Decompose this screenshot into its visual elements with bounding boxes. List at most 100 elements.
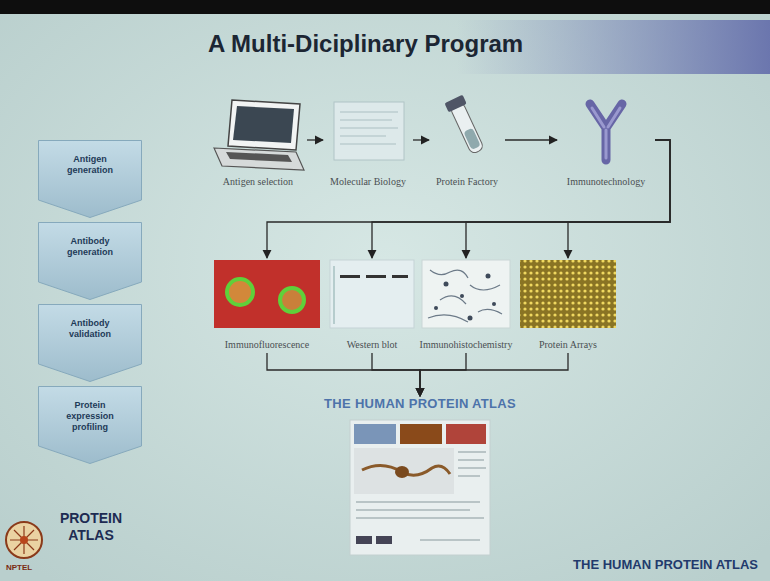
flow-arrow <box>307 139 323 140</box>
step-picture: Protein Factory <box>429 95 505 190</box>
flow-arrow <box>466 140 670 258</box>
ihc-nucleus <box>434 306 438 310</box>
screenshot-image <box>354 448 454 494</box>
stage-label: Antibody generation <box>38 222 142 258</box>
screenshot-cell <box>395 466 409 478</box>
screenshot-page <box>350 420 490 555</box>
ihc-tissue <box>428 270 502 322</box>
if-cell <box>280 288 304 312</box>
flow-arrow <box>413 139 429 140</box>
stage-chevron: Antibody generation <box>38 222 142 300</box>
step-caption: Immunohistochemistry <box>417 339 516 351</box>
ihc-nucleus <box>468 316 473 321</box>
atlas-website: THE HUMAN PROTEIN ATLAS <box>321 396 519 558</box>
chevron-outline <box>39 387 142 464</box>
wb-band <box>340 275 360 278</box>
slide-title: A Multi-Diciplinary Program <box>208 30 523 58</box>
step-caption: Molecular Biology <box>323 176 413 188</box>
screenshot-thumb <box>354 424 396 444</box>
wb-ladder <box>334 266 335 324</box>
document-lines <box>340 112 398 144</box>
flow-arrow <box>420 353 466 396</box>
header-band <box>200 20 770 74</box>
tube-body <box>450 101 485 154</box>
immunofluorescence-picture <box>214 260 320 328</box>
chevron-outline <box>39 141 142 218</box>
flow-arrow <box>372 353 420 396</box>
stage-chevron: Antibody validation <box>38 304 142 382</box>
screenshot-text-lines <box>356 452 486 518</box>
step-caption: Immunotechnology <box>557 176 655 188</box>
step-caption: Immunofluorescence <box>209 339 325 351</box>
ihc-picture <box>422 260 510 328</box>
tube-cap <box>444 95 466 113</box>
nptel-emblem <box>6 522 42 558</box>
laptop-keys <box>226 152 292 162</box>
watermark: THE HUMAN PROTEIN ATLAS <box>573 557 758 572</box>
document-picture <box>334 102 404 160</box>
wb-band <box>392 275 408 278</box>
atlas-screenshot <box>350 420 490 555</box>
logo-text: NPTEL <box>6 563 32 572</box>
ihc-nucleus <box>486 274 491 279</box>
array-grid <box>520 260 616 328</box>
step-caption: Western blot <box>325 339 419 351</box>
ihc-nucleus <box>492 302 496 306</box>
screenshot-thumb <box>400 424 442 444</box>
chevron-outline <box>39 223 142 300</box>
chevron-outline <box>39 305 142 382</box>
stage-label: Antibody validation <box>38 304 142 340</box>
chevron-shape <box>38 222 142 300</box>
antibody-highlight <box>592 108 620 158</box>
atlas-logo-text: THE HUMAN PROTEIN ATLAS <box>321 396 519 412</box>
emblem-star <box>10 526 38 554</box>
screenshot-logo <box>356 536 372 544</box>
step-picture: Protein Arrays <box>515 258 621 353</box>
flow-arrow <box>420 353 568 396</box>
flow-arrow <box>568 140 670 258</box>
ihc-ground <box>422 260 510 328</box>
screenshot-thumb <box>446 424 486 444</box>
document-sheet <box>334 102 404 160</box>
step-caption: Protein Factory <box>429 176 505 188</box>
step-caption: Protein Arrays <box>515 339 621 351</box>
wb-band <box>366 275 386 278</box>
flow-arrow <box>267 353 420 396</box>
wb-ground <box>330 260 414 328</box>
if-cell <box>227 279 253 305</box>
flow-arrow <box>505 139 557 140</box>
laptop-keyboard <box>214 148 304 170</box>
emblem-ring <box>6 522 42 558</box>
step-picture: Immunofluorescence <box>209 258 325 353</box>
tube-picture <box>444 95 487 156</box>
screenshot-text-lines <box>420 539 480 541</box>
top-dark-strip <box>0 0 770 14</box>
step-caption: Antigen selection <box>209 176 307 188</box>
flow-arrow <box>267 140 670 258</box>
tube-liquid <box>463 128 481 150</box>
step-picture: Immunotechnology <box>557 95 655 190</box>
side-heading: PROTEIN ATLAS <box>54 510 128 544</box>
stage-chevron: Antigen generation <box>38 140 142 218</box>
step-picture: Immunohistochemistry <box>417 258 516 353</box>
screenshot-logo <box>376 536 392 544</box>
western-blot-picture <box>330 260 414 328</box>
flow-arrow <box>372 140 670 258</box>
protein-array-picture <box>520 260 616 328</box>
stage-chevron: Protein expression profiling <box>38 386 142 464</box>
emblem-center <box>20 536 28 544</box>
laptop-display <box>233 106 294 143</box>
step-picture: Molecular Biology <box>323 95 413 190</box>
laptop-screen <box>228 100 300 150</box>
antibody-outline <box>590 104 622 160</box>
step-picture: Western blot <box>325 258 419 353</box>
step-picture: Antigen selection <box>209 95 307 190</box>
ihc-nucleus <box>444 282 449 287</box>
stage-label: Protein expression profiling <box>38 386 142 433</box>
antibody-picture <box>590 104 622 160</box>
if-ground <box>214 260 320 328</box>
stage-label: Antigen generation <box>38 140 142 176</box>
chevron-shape <box>38 304 142 382</box>
